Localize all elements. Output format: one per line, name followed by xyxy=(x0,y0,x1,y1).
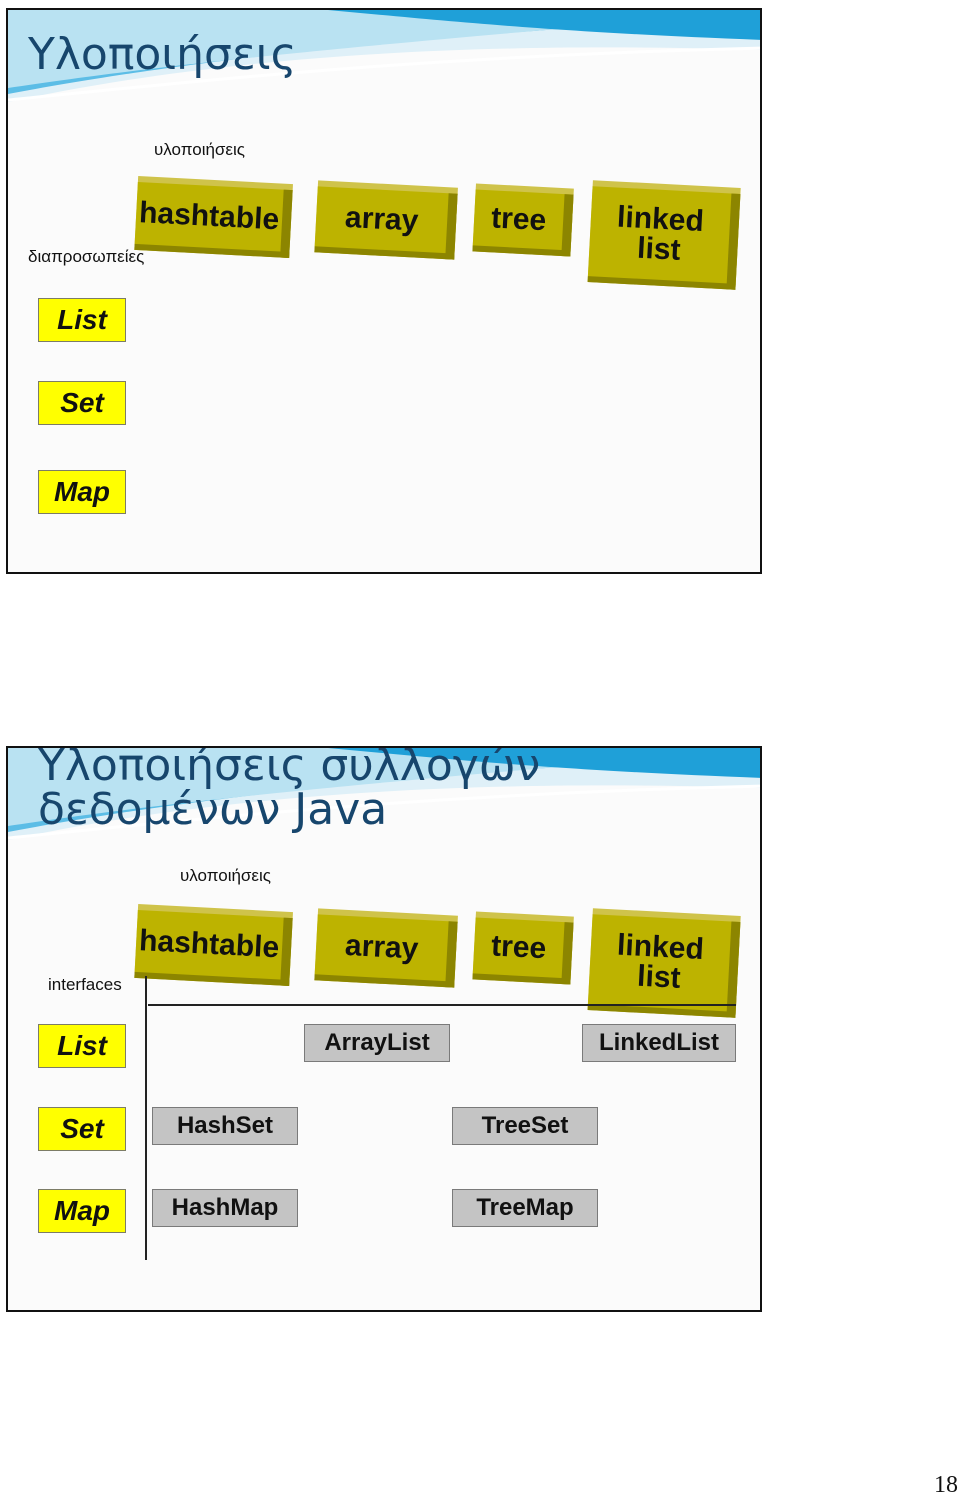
table-horizontal-divider xyxy=(148,1004,736,1006)
impl-hashtable: hashtable xyxy=(134,910,292,986)
interface-set: Set xyxy=(38,381,126,425)
implementations-label: υλοποιήσεις xyxy=(180,866,271,886)
impl-linked-list: linked list xyxy=(588,186,741,290)
class-treeset: TreeSet xyxy=(452,1107,598,1145)
implementations-label: υλοποιήσεις xyxy=(154,140,245,160)
class-hashmap: HashMap xyxy=(152,1189,298,1227)
slide-title-line-1: Υλοποιήσεις συλλογών xyxy=(38,746,540,788)
class-linkedlist: LinkedList xyxy=(582,1024,736,1062)
interface-set: Set xyxy=(38,1107,126,1151)
slide-title: Υλοποιήσεις συλλογών δεδομένων Java xyxy=(38,746,540,832)
class-treemap: TreeMap xyxy=(452,1189,598,1227)
class-hashset: HashSet xyxy=(152,1107,298,1145)
impl-tree: tree xyxy=(472,917,573,984)
slide-title-line-2: δεδομένων Java xyxy=(38,788,540,832)
impl-array: array xyxy=(314,914,457,987)
slide-title: Υλοποιήσεις xyxy=(28,32,296,78)
impl-array: array xyxy=(314,186,457,259)
interface-map: Map xyxy=(38,1189,126,1233)
interfaces-label: interfaces xyxy=(48,975,122,995)
interface-list: List xyxy=(38,298,126,342)
interfaces-label: διαπροσωπείες xyxy=(28,247,144,267)
slide-1: Υλοποιήσεις υλοποιήσεις διαπροσωπείες ha… xyxy=(6,8,762,574)
interface-list: List xyxy=(38,1024,126,1068)
impl-linked-list: linked list xyxy=(588,914,741,1018)
table-vertical-divider xyxy=(145,976,147,1260)
impl-hashtable: hashtable xyxy=(134,182,292,258)
slide-2: Υλοποιήσεις συλλογών δεδομένων Java υλοπ… xyxy=(6,746,762,1312)
interface-map: Map xyxy=(38,470,126,514)
page-number: 18 xyxy=(934,1472,958,1499)
class-arraylist: ArrayList xyxy=(304,1024,450,1062)
impl-tree: tree xyxy=(472,189,573,256)
